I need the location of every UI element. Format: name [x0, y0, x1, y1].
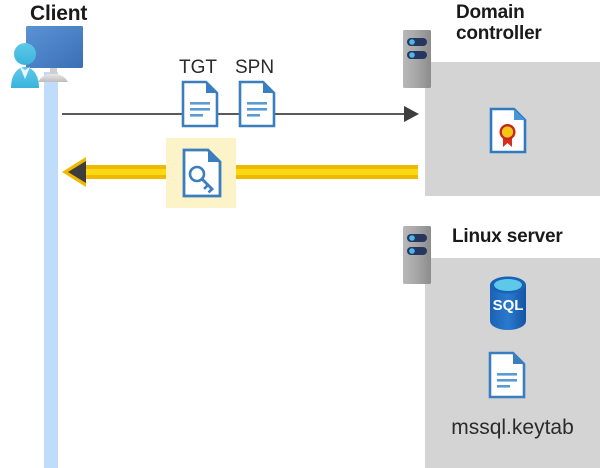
- certificate-document-icon: [489, 107, 527, 154]
- client-title: Client: [30, 2, 88, 25]
- tgt-label: TGT: [179, 57, 217, 78]
- domain-controller-title-line2: controller: [456, 23, 542, 45]
- keytab-document-icon: [488, 351, 526, 399]
- service-ticket-key-document-icon: [182, 148, 222, 198]
- linux-server-title: Linux server: [452, 226, 563, 247]
- tgt-document-icon: [181, 80, 219, 128]
- svg-text:SQL: SQL: [493, 297, 524, 314]
- domain-controller-title-line1: Domain: [456, 2, 525, 23]
- request-arrowhead-icon: [404, 106, 419, 122]
- linux-server-icon: [403, 226, 431, 284]
- response-connector-line-inner: [82, 169, 418, 175]
- domain-controller-server-icon: [403, 30, 431, 88]
- sql-database-icon: SQL: [485, 276, 531, 330]
- response-arrowhead-icon: [68, 161, 86, 183]
- client-workstation-icon: [8, 22, 100, 94]
- keytab-filename-label: mssql.keytab: [451, 416, 574, 439]
- spn-label: SPN: [235, 57, 275, 78]
- client-lifeline: [44, 72, 58, 468]
- spn-document-icon: [238, 80, 276, 128]
- request-connector-line: [62, 113, 410, 115]
- domain-controller-title: Domain controller: [456, 2, 596, 45]
